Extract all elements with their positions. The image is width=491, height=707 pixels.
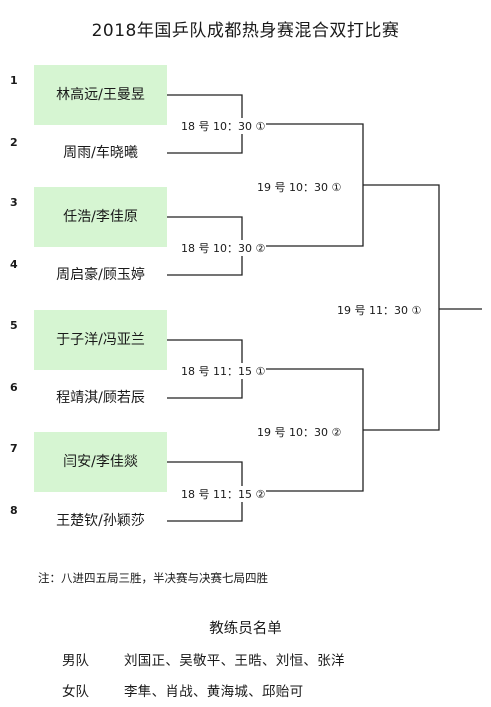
seed-number: 1 [10,74,18,87]
qf3-match-time: 18 号 11：15 ① [180,363,267,379]
format-note: 注：八进四五局三胜，半决赛与决赛七局四胜 [38,571,268,585]
pair-6: 程靖淇/顾若辰 [56,390,145,406]
men-team-label: 男队 [62,653,89,669]
final-bracket-line [363,184,440,431]
seed-number: 5 [10,319,18,332]
seed-number: 8 [10,504,18,517]
pair-8: 王楚钦/孙颖莎 [56,513,145,529]
pair-4: 周启豪/顾玉婷 [56,267,145,283]
coach-list-title: 教练员名单 [209,621,282,637]
women-team-label: 女队 [62,684,89,700]
men-coaches: 刘国正、吴敬平、王晧、刘恒、张洋 [124,653,345,669]
pair-5: 于子洋/冯亚兰 [34,310,167,370]
seed-number: 4 [10,258,18,271]
page-title: 2018年国乒队成都热身赛混合双打比赛 [91,21,400,41]
sf2-match-time: 19 号 10：30 ② [256,424,343,440]
qf4-match-time: 18 号 11：15 ② [180,486,267,502]
seed-number: 3 [10,196,18,209]
women-coaches: 李隼、肖战、黄海城、邱贻可 [124,684,304,700]
seed-number: 6 [10,381,18,394]
pair-2: 周雨/车晓曦 [63,145,138,161]
pair-3: 任浩/李佳原 [34,187,167,247]
final-match-time: 19 号 11：30 ① [336,302,423,318]
seed-number: 2 [10,136,18,149]
qf2-match-time: 18 号 10：30 ② [180,240,267,256]
pair-7: 闫安/李佳燚 [34,432,167,492]
qf1-match-time: 18 号 10：30 ① [180,118,267,134]
seed-number: 7 [10,442,18,455]
sf1-match-time: 19 号 10：30 ① [256,179,343,195]
pair-1: 林高远/王曼昱 [34,65,167,125]
